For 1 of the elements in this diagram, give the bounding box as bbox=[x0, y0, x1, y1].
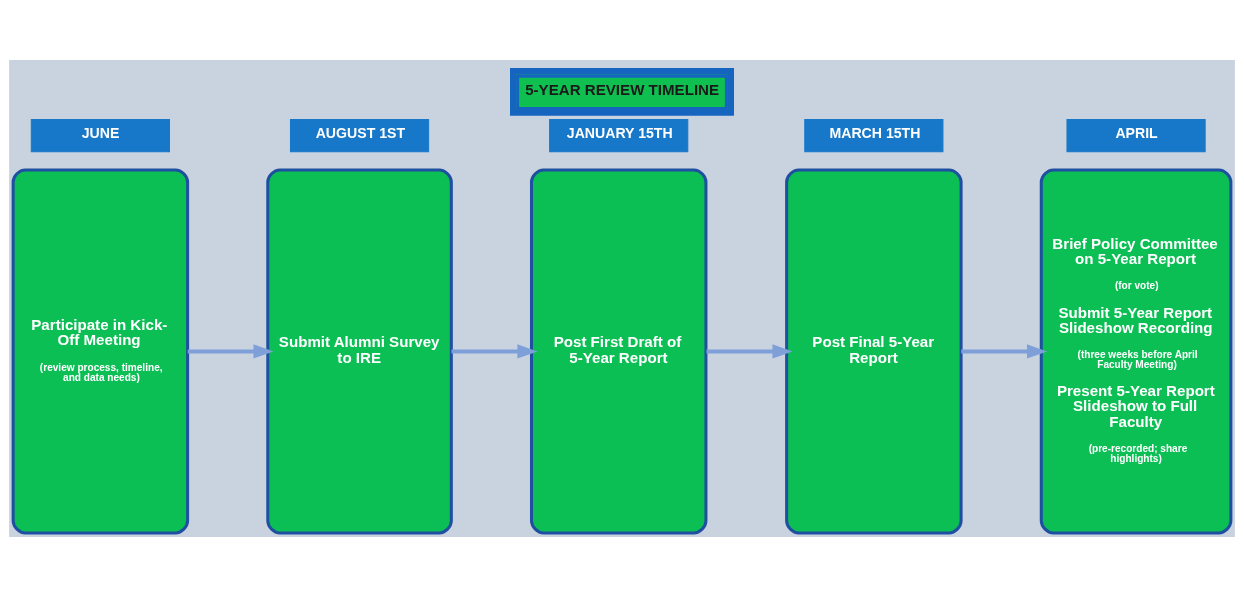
diagram-title: 5-YEAR REVIEW TIMELINE bbox=[525, 80, 720, 98]
